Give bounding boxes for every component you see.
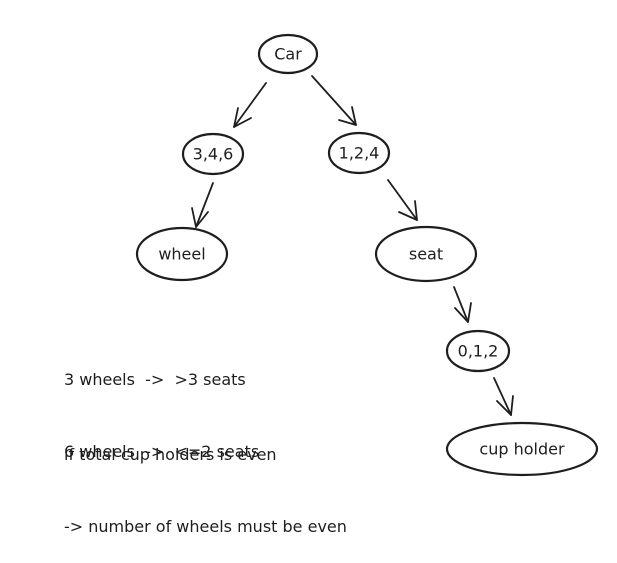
edge-car-to-wheels-options (233, 82, 267, 128)
node-wheel[interactable]: wheel (135, 226, 229, 282)
diagram-canvas: Car 3,4,6 1,2,4 wheel seat 0,1,2 cup hol… (135, 33, 599, 477)
node-cup-options-shape (445, 329, 511, 373)
node-car-label: Car (274, 45, 302, 64)
node-cup-holder[interactable]: cup holder (445, 421, 599, 477)
node-seat-label: seat (409, 245, 443, 264)
node-wheel-label: wheel (158, 245, 205, 264)
edge-seat-to-cup-options (453, 286, 472, 323)
node-cup-options[interactable]: 0,1,2 (445, 329, 511, 373)
node-wheel-shape (135, 226, 229, 282)
node-car[interactable]: Car (257, 33, 319, 75)
node-seat[interactable]: seat (374, 225, 478, 283)
node-cup-options-label: 0,1,2 (458, 342, 499, 361)
edge-cup-options-to-cup-holder (493, 377, 514, 416)
node-wheels-options-shape (181, 132, 245, 176)
node-seats-options[interactable]: 1,2,4 (327, 131, 391, 175)
node-cup-holder-label: cup holder (479, 440, 565, 459)
edge-seats-options-to-seat (387, 179, 418, 221)
node-seat-shape (374, 225, 478, 283)
note-rule-even-wheels: -> number of wheels must be even (64, 517, 347, 536)
node-seats-options-shape (327, 131, 391, 175)
note-rule-six-wheels: 6 wheels -> <=2 seats (64, 442, 260, 461)
node-car-shape (257, 33, 319, 75)
node-cup-holder-shape (445, 421, 599, 477)
edge-car-to-seats-options (311, 75, 357, 126)
note-wheel-seat-rules: 3 wheels -> >3 seats 6 wheels -> <=2 sea… (64, 320, 259, 488)
node-seats-options-label: 1,2,4 (339, 144, 380, 163)
note-rule-cup-condition: if total cup holders is even (64, 445, 277, 464)
node-wheels-options-label: 3,4,6 (193, 145, 234, 164)
edge-wheels-options-to-wheel (191, 182, 214, 228)
note-rule-three-wheels: 3 wheels -> >3 seats (64, 370, 246, 389)
note-cup-holder-rule: if total cup holders is even -> number o… (64, 395, 347, 563)
node-wheels-options[interactable]: 3,4,6 (181, 132, 245, 176)
